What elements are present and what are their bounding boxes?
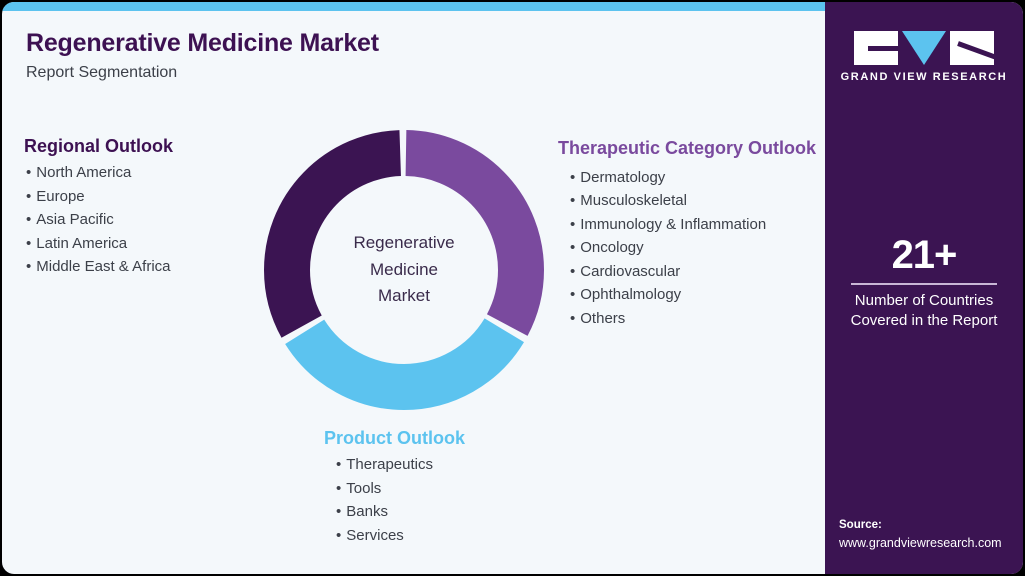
list-item: Asia Pacific [24,208,173,232]
product-outlook-block: Product Outlook Therapeutics Tools Banks… [324,425,465,547]
list-item: Musculoskeletal [558,189,828,213]
list-item: Ophthalmology [558,283,828,307]
regional-outlook-list: North America Europe Asia Pacific Latin … [24,161,173,279]
gvr-logo: GRAND VIEW RESEARCH [825,31,1023,83]
list-item: Immunology & Inflammation [558,213,828,237]
donut-chart-svg [264,130,544,410]
stat-value: 21+ [891,233,958,277]
therapeutic-category-outlook-block: Therapeutic Category Outlook Dermatology… [558,133,828,330]
product-outlook-heading: Product Outlook [324,428,465,448]
stat-divider [851,283,997,285]
logo-wordmark: GRAND VIEW RESEARCH [840,71,1008,83]
letter-g-icon [854,31,898,65]
list-item: Latin America [24,232,173,256]
country-count-stat: 21+ Number of Countries Covered in the R… [825,234,1023,332]
brand-panel: GRAND VIEW RESEARCH 21+ Number of Countr… [825,2,1023,574]
list-item: Cardiovascular [558,260,828,284]
source-title: Source: [839,518,882,531]
product-outlook-list: Therapeutics Tools Banks Services [324,453,465,547]
list-item: Others [558,307,828,331]
page-subtitle: Report Segmentation [26,64,178,81]
regional-outlook-block: Regional Outlook North America Europe As… [24,133,173,279]
list-item: North America [24,161,173,185]
stat-label-line-2: Covered in the Report [850,312,998,330]
list-item: Banks [324,500,465,524]
regional-outlook-heading: Regional Outlook [24,136,174,156]
header: Regenerative Medicine Market Report Segm… [26,28,379,82]
donut-segment-therapeutic [264,130,544,410]
top-accent-bar [2,2,825,11]
therapeutic-category-outlook-list: Dermatology Musculoskeletal Immunology &… [558,166,828,331]
list-item: Therapeutics [324,453,465,477]
list-item: Tools [324,477,465,501]
list-item: Oncology [558,236,828,260]
page-title: Regenerative Medicine Market [26,29,379,57]
source-block: Source: www.grandviewresearch.com [839,517,1017,552]
list-item: Dermatology [558,166,828,190]
list-item: Services [324,524,465,548]
donut-segment-product [264,130,544,410]
list-item: Middle East & Africa [24,255,173,279]
source-url[interactable]: www.grandviewresearch.com [839,535,1002,550]
list-item: Europe [24,185,173,209]
donut-segment-regional [264,130,544,410]
donut-chart: Regenerative Medicine Market [260,126,548,414]
letter-r-icon [950,31,994,65]
stat-label-line-1: Number of Countries [854,292,994,309]
letter-v-triangle-icon [902,31,946,65]
logo-marks [854,31,994,65]
therapeutic-category-outlook-heading: Therapeutic Category Outlook [558,138,817,158]
